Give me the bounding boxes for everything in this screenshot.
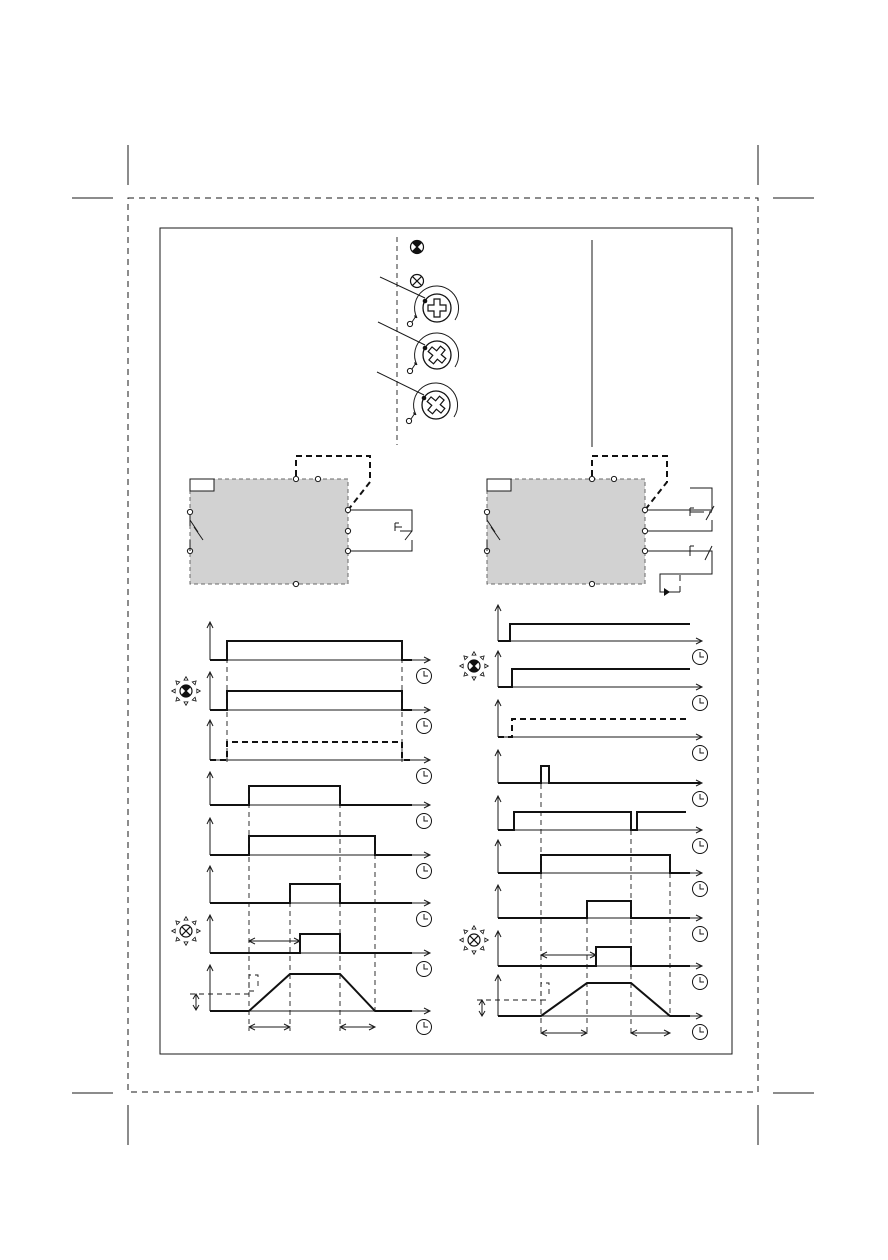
clock-icon [416,813,432,829]
timing-signal [210,973,412,1012]
led-blinking-icon [458,650,490,682]
arrow-axis-icon [206,718,432,764]
timing-row [494,883,708,942]
lamp-on-icon [409,239,425,255]
start-boost-pulse [248,974,259,992]
arrow-axis-icon [494,649,704,691]
timing-signal [498,946,690,967]
timing-row [458,649,708,711]
arrow-axis-icon [494,603,704,645]
arrow-axis-icon [494,929,704,970]
timing-signal [210,785,412,806]
timing-signal [210,883,412,904]
timing-signal [498,668,690,688]
clock-icon [692,791,708,807]
arrow-axis-icon [494,698,704,741]
timing-signal [498,900,690,919]
timing-row [494,973,708,1040]
arrow-axis-icon [206,620,432,664]
clock-icon [692,649,708,665]
clock-icon [692,881,708,897]
timing-signal [498,854,690,874]
clock-icon [416,863,432,879]
timing-row [206,620,432,684]
left-timing-panel [170,620,432,1035]
clock-icon [692,1024,708,1040]
arrow-axis-icon [206,963,432,1015]
potentiometer-dial-icon [379,276,460,328]
timing-row [494,794,708,854]
arrow-axis-icon [206,770,432,809]
clock-icon [692,974,708,990]
timing-row [170,913,432,977]
start-boost-pulse [540,982,550,1001]
right-timing-panel [458,603,708,1040]
timing-signal [210,690,412,711]
timing-signal [498,765,700,784]
timing-signal [210,640,412,661]
crop-mark-icon [72,145,814,1145]
arrow-axis-icon [494,883,704,922]
timing-row [206,816,432,879]
arrow-axis-icon [206,913,432,957]
clock-icon [416,718,432,734]
arrow-axis-icon [206,670,432,714]
arrow-axis-icon [494,748,704,787]
clock-icon [416,961,432,977]
lamp-off-icon [409,273,425,289]
clock-icon [692,926,708,942]
clock-icon [416,911,432,927]
clock-icon [692,745,708,761]
clock-icon [416,1019,432,1035]
timing-signal [498,811,686,831]
arrow-axis-icon [494,794,704,834]
timing-signal [210,835,412,856]
potentiometer-dial-icon [377,321,460,375]
cut-border [127,197,759,1093]
timing-signal [210,741,412,761]
led-blinking-icon [170,675,202,707]
relay-contact-icon [664,545,713,596]
led-blinking-icon [170,915,202,947]
timing-row [206,770,432,829]
timing-row [494,603,708,665]
clock-icon [416,768,432,784]
timing-row [494,748,708,807]
potentiometer-dial-icon [376,371,459,425]
timing-signal [498,623,690,642]
timing-row [206,963,432,1035]
right-wiring-module [483,455,715,596]
clock-icon [692,838,708,854]
timing-row [170,670,432,734]
relay-contact-icon [689,505,715,521]
timing-signal [210,933,412,954]
clock-icon [692,695,708,711]
inner-frame [159,227,733,1055]
led-blinking-icon [458,924,490,956]
timing-signal [498,982,690,1017]
timing-row [494,838,708,897]
timing-row [458,924,708,990]
timing-row [206,718,432,784]
timing-row [494,698,708,761]
relay-contact-icon [394,522,413,541]
left-wiring-module [186,455,413,588]
arrow-axis-icon [206,816,432,859]
arrow-axis-icon [206,864,432,907]
arrow-axis-icon [494,973,704,1020]
clock-icon [416,668,432,684]
timing-row [206,864,432,927]
timing-signal [498,718,690,738]
